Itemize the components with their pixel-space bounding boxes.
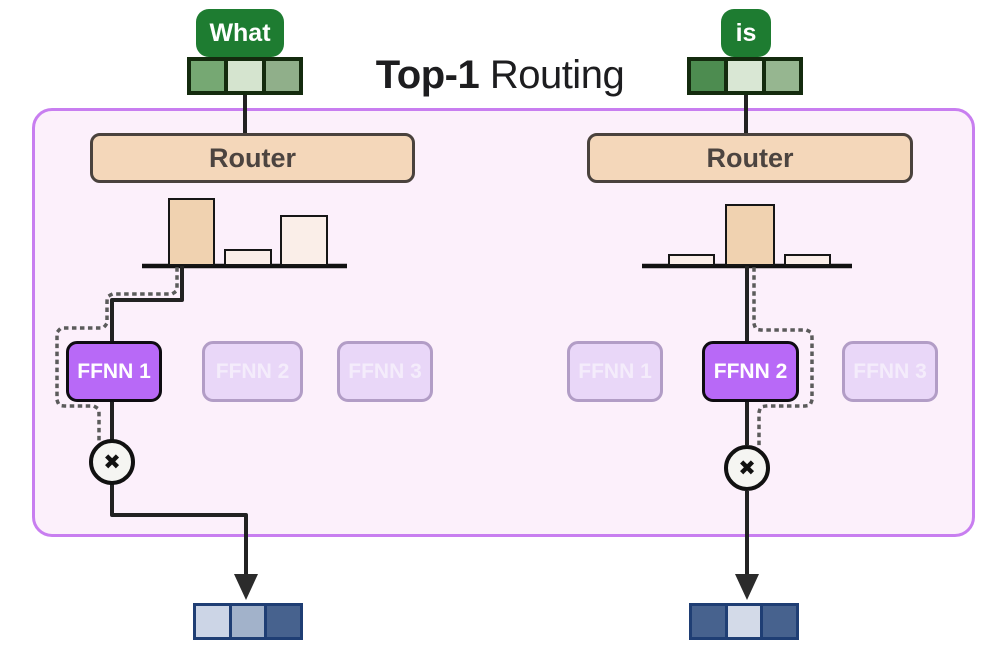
output-cell xyxy=(763,606,797,637)
page-title: Top-1 Routing xyxy=(330,50,670,100)
title-bold-part: Top-1 xyxy=(375,52,480,97)
expert-ffnn2-left: FFNN 2 xyxy=(202,341,303,402)
embedding-cell xyxy=(191,61,225,91)
title-regular-part: Routing xyxy=(479,52,625,97)
multiply-icon: ✖ xyxy=(738,456,756,480)
expert-ffnn1-right: FFNN 1 xyxy=(567,341,663,402)
output-vector-right xyxy=(689,603,799,640)
left-histogram-bar-2 xyxy=(224,249,272,266)
left-histogram-bar-1 xyxy=(168,198,215,266)
token-chip-is: is xyxy=(721,9,771,57)
left-output-arrowhead xyxy=(234,574,258,600)
right-histogram-bar-3 xyxy=(784,254,831,266)
embedding-cell xyxy=(691,61,725,91)
expert-ffnn1-left: FFNN 1 xyxy=(66,341,162,402)
multiply-node-left: ✖ xyxy=(89,439,135,485)
left-histogram-bar-3 xyxy=(280,215,328,266)
output-cell xyxy=(231,606,265,637)
output-vector-left xyxy=(193,603,303,640)
token-embedding-is xyxy=(687,57,803,95)
multiply-icon: ✖ xyxy=(103,450,121,474)
multiply-node-right: ✖ xyxy=(724,445,770,491)
expert-ffnn2-right: FFNN 2 xyxy=(702,341,799,402)
embedding-cell xyxy=(728,61,762,91)
right-output-arrowhead xyxy=(735,574,759,600)
output-cell xyxy=(727,606,761,637)
router-box-left: Router xyxy=(90,133,415,183)
expert-ffnn3-left: FFNN 3 xyxy=(337,341,433,402)
token-chip-what: What xyxy=(196,9,284,57)
right-histogram-bar-2 xyxy=(725,204,775,266)
embedding-cell xyxy=(228,61,262,91)
embedding-cell xyxy=(765,61,799,91)
router-box-right: Router xyxy=(587,133,913,183)
expert-ffnn3-right: FFNN 3 xyxy=(842,341,938,402)
output-cell xyxy=(692,606,725,637)
embedding-cell xyxy=(265,61,299,91)
output-cell xyxy=(196,606,229,637)
right-histogram-bar-1 xyxy=(668,254,715,266)
token-embedding-what xyxy=(187,57,303,95)
output-cell xyxy=(267,606,301,637)
